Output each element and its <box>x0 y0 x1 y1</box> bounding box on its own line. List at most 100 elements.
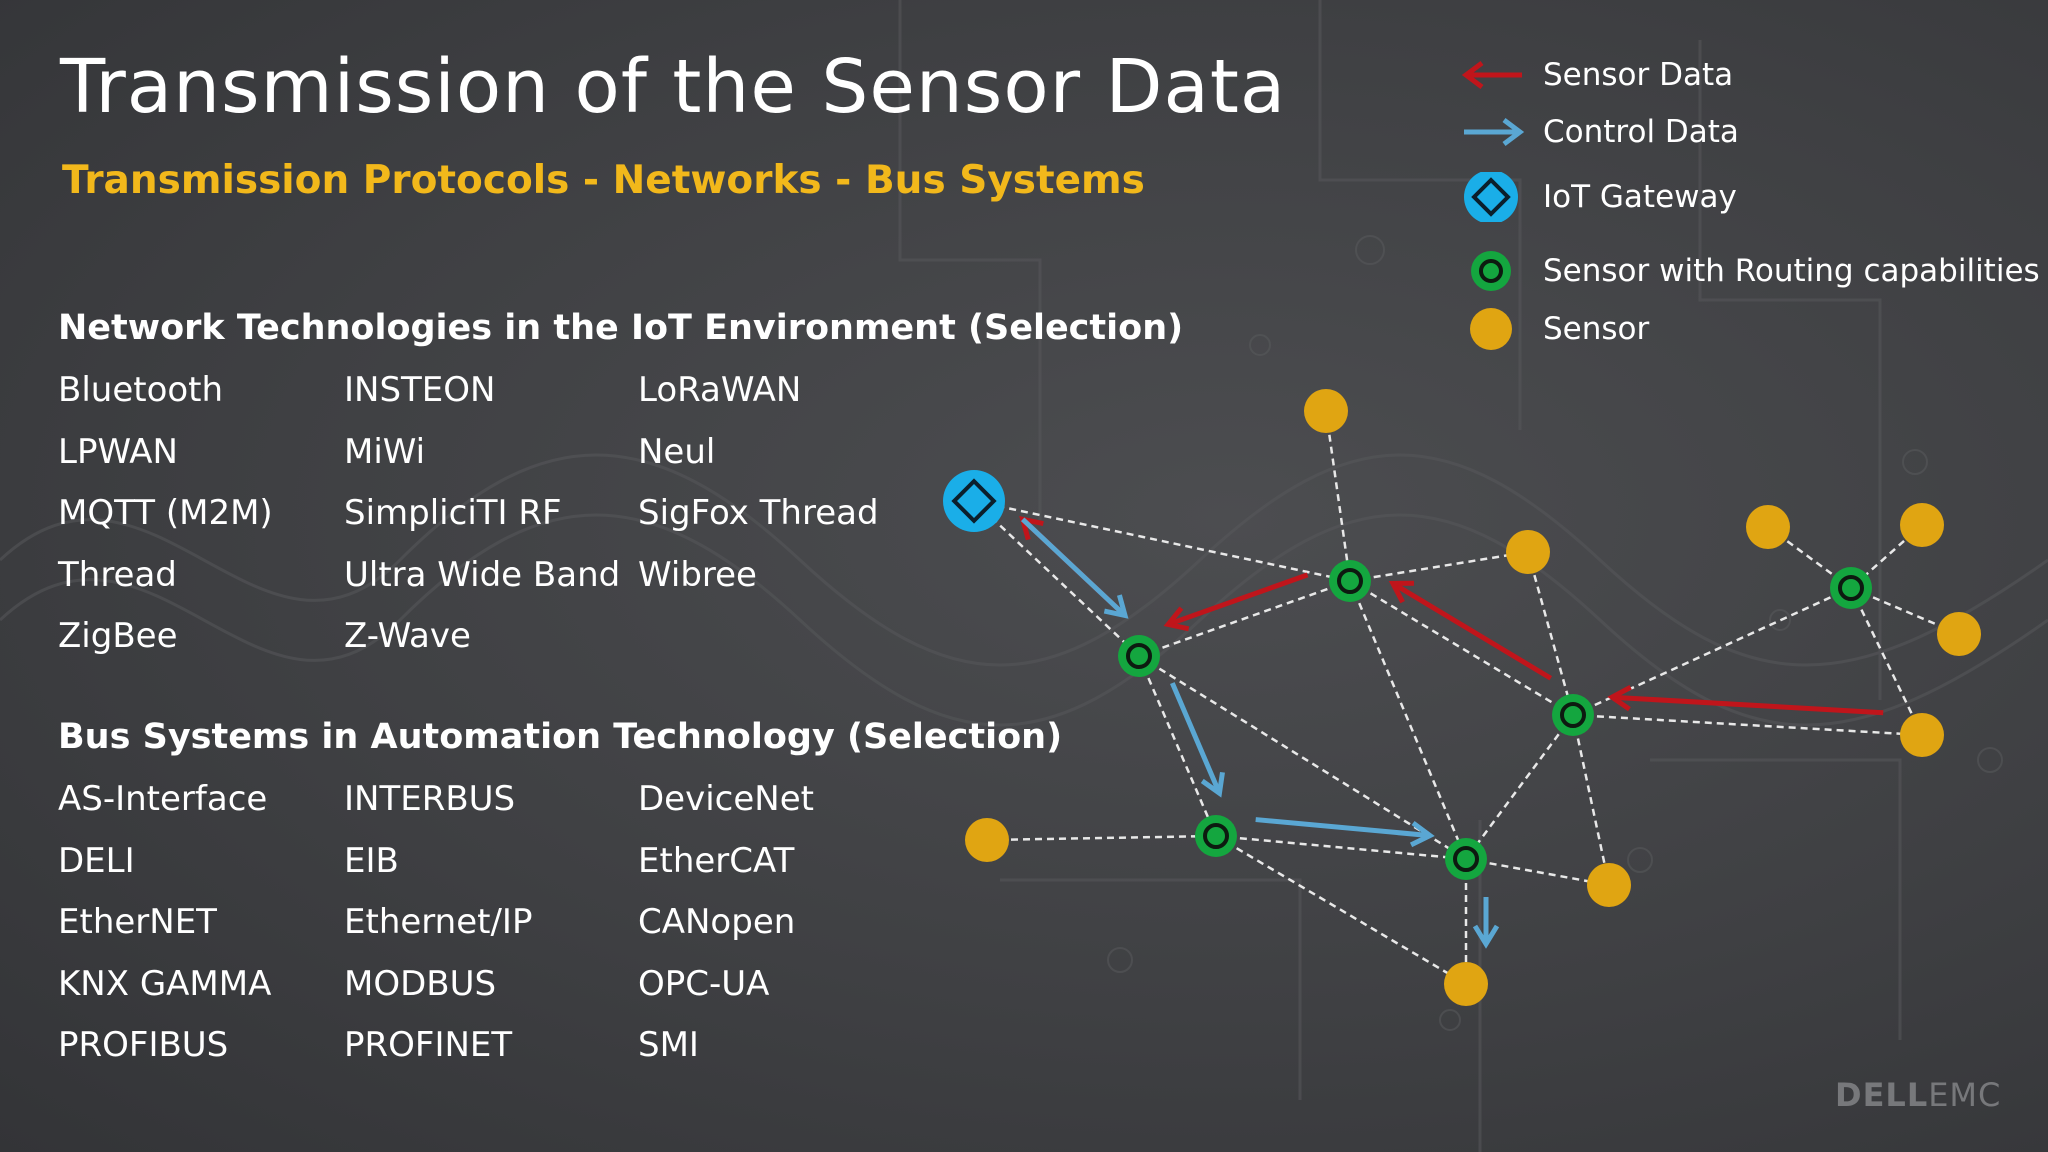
network-link <box>1571 714 1611 886</box>
network-technology-list: Bluetooth INSTEON LoRaWAN LPWAN MiWi Neu… <box>58 360 918 668</box>
network-links <box>973 410 1960 986</box>
routing-sensor-node <box>1830 567 1872 609</box>
diagram-legend: Sensor Data Control Data IoT Gateway Sen… <box>1450 50 2040 370</box>
bus-system: CANopen <box>638 902 796 942</box>
sensor-node <box>1900 503 1944 547</box>
sensor-data-arrow-icon <box>1461 61 1522 89</box>
router-icon <box>1471 251 1511 291</box>
network-link <box>1215 834 1467 861</box>
bus-system: Ethernet/IP <box>344 902 533 942</box>
network-technology: Wibree <box>638 554 757 595</box>
network-technology: Ultra Wide Band <box>344 554 621 595</box>
bus-system: INTERBUS <box>344 779 516 819</box>
bus-system: DeviceNet <box>638 779 814 819</box>
network-section-heading: Network Technologies in the IoT Environm… <box>58 308 1184 348</box>
network-link <box>1849 587 1924 736</box>
logo-text: ELL <box>1862 1076 1929 1114</box>
network-link <box>1349 579 1574 717</box>
bus-system: PROFINET <box>344 1025 513 1065</box>
control-data-arrow-icon <box>1464 118 1525 146</box>
network-nodes <box>943 389 1981 1006</box>
control-data-arrow <box>1020 517 1129 619</box>
network-technology: Thread <box>58 554 177 595</box>
sensor-node <box>965 818 1009 862</box>
network-link <box>1349 550 1529 583</box>
network-link <box>1137 655 1218 837</box>
legend-label: Sensor with Routing capabilities <box>1543 253 2040 289</box>
legend-label: Control Data <box>1543 114 1739 150</box>
legend-item-router: Sensor with Routing capabilities <box>1450 246 2040 296</box>
network-link <box>1138 654 1467 861</box>
network-technology: ZigBee <box>58 616 178 656</box>
bus-system: OPC-UA <box>638 963 770 1004</box>
legend-label: Sensor Data <box>1543 57 1734 93</box>
sensor-icon <box>1470 308 1512 350</box>
network-technology: SimpliciTI RF <box>344 493 562 533</box>
control-data-arrow <box>1255 817 1435 848</box>
network-technology: SigFox Thread <box>638 493 879 533</box>
sensor-node <box>1444 962 1488 1006</box>
network-technology: MQTT (M2M) <box>58 493 273 533</box>
network-technology: LPWAN <box>58 431 178 472</box>
legend-item-control-data: Control Data <box>1450 107 2010 157</box>
legend-item-sensor-data: Sensor Data <box>1450 50 2010 100</box>
network-link <box>973 499 1351 583</box>
network-link <box>973 500 1140 657</box>
sensor-node <box>1506 530 1550 574</box>
routing-sensor-node <box>1195 815 1237 857</box>
slide-title: Transmission of the Sensor Data <box>60 44 1287 130</box>
legend-label: IoT Gateway <box>1543 179 1737 215</box>
gateway-icon <box>1464 172 1518 222</box>
bus-section-heading: Bus Systems in Automation Technology (Se… <box>58 717 1063 757</box>
network-technology: LoRaWAN <box>638 370 802 410</box>
logo-text: D <box>1835 1076 1863 1114</box>
data-flows <box>1019 516 1884 949</box>
logo-text: EMC <box>1928 1076 2002 1114</box>
network-link <box>1464 714 1575 860</box>
network-link <box>986 834 1217 842</box>
bus-system: DELI <box>58 840 135 881</box>
routing-sensor-node <box>1329 560 1371 602</box>
sensor-data-arrow <box>1607 685 1884 716</box>
control-data-arrow <box>1472 897 1500 949</box>
legend-label: Sensor <box>1543 311 1650 347</box>
network-link <box>1138 579 1351 658</box>
slide-subtitle: Transmission Protocols - Networks - Bus … <box>62 158 1145 203</box>
sensor-node <box>1900 713 1944 757</box>
network-link <box>1348 580 1468 860</box>
bus-system: KNX GAMMA <box>58 963 272 1004</box>
legend-item-gateway: IoT Gateway <box>1450 172 2010 222</box>
network-link <box>1526 551 1575 716</box>
sensor-node <box>1304 389 1348 433</box>
sensor-node <box>1587 863 1631 907</box>
bus-system-list: AS-Interface INTERBUS DeviceNet DELI EIB… <box>58 769 918 1077</box>
network-technology: Z-Wave <box>344 616 471 656</box>
network-link <box>1324 410 1352 582</box>
bus-system: AS-Interface <box>58 779 268 819</box>
bus-system: EtherCAT <box>638 840 795 881</box>
network-link <box>1465 857 1610 887</box>
network-technology: INSTEON <box>344 370 496 410</box>
network-link <box>1572 713 1923 737</box>
control-data-arrow <box>1170 682 1225 798</box>
bus-system: MODBUS <box>344 963 497 1004</box>
bus-system: SMI <box>638 1025 699 1065</box>
sensor-node <box>1937 612 1981 656</box>
network-link <box>1215 834 1467 986</box>
sensor-data-arrow <box>1388 580 1553 681</box>
bus-system: PROFIBUS <box>58 1025 229 1065</box>
sensor-node <box>1746 505 1790 549</box>
sensor-data-arrow <box>1163 572 1309 632</box>
bus-system: EIB <box>344 840 399 881</box>
routing-sensor-node <box>1552 694 1594 736</box>
bus-system: EtherNET <box>58 902 217 942</box>
network-technology: MiWi <box>344 431 426 472</box>
iot-gateway-node <box>943 470 1005 532</box>
network-technology: Neul <box>638 431 716 472</box>
network-technology: Bluetooth <box>58 370 224 410</box>
dell-emc-logo: DELLEMC <box>1835 1076 2001 1114</box>
routing-sensor-node <box>1445 838 1487 880</box>
legend-item-sensor: Sensor <box>1450 304 2010 354</box>
